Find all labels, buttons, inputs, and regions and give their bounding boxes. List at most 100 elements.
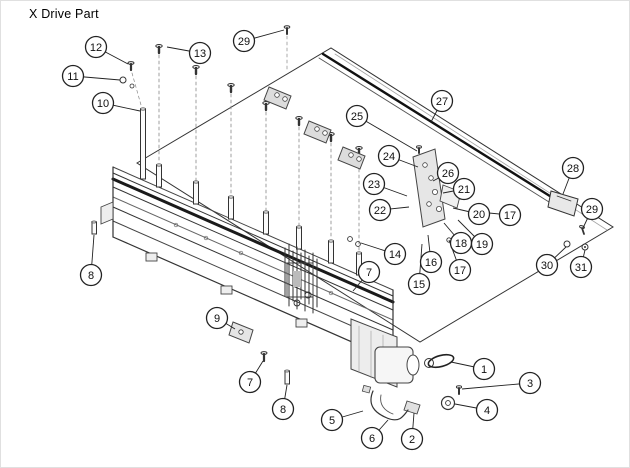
cable — [380, 394, 394, 415]
mounting-screws — [155, 25, 363, 276]
callout-1: 1 — [450, 357, 496, 381]
callout-19: 19 — [457, 219, 494, 256]
callout-balloon — [475, 398, 499, 422]
washer — [355, 241, 361, 247]
callout-number: 8 — [280, 404, 286, 416]
callout-number: 11 — [67, 71, 78, 83]
callout-15: 15 — [407, 243, 431, 296]
callout-9: 9 — [205, 306, 236, 330]
callout-number: 23 — [368, 179, 380, 191]
right-end-parts — [563, 225, 589, 251]
screw-column — [295, 116, 303, 250]
callout-balloon — [518, 371, 542, 395]
screw-column — [327, 132, 335, 264]
callout-balloon — [84, 35, 108, 59]
callout-21: 21 — [442, 177, 476, 201]
callout-balloon — [470, 232, 494, 256]
callout-number: 5 — [329, 415, 335, 427]
callout-balloon — [362, 172, 386, 196]
callout-number: 21 — [458, 184, 470, 196]
callout-23: 23 — [362, 172, 408, 197]
callout-number: 18 — [455, 238, 467, 250]
callout-31: 31 — [569, 249, 593, 279]
rail-foot — [145, 252, 158, 262]
callout-10: 10 — [91, 91, 141, 115]
drive-belt-loop — [427, 353, 455, 369]
callout-number: 19 — [476, 239, 488, 251]
drive-belt — [318, 52, 579, 217]
washer — [129, 83, 135, 89]
rail-foot — [295, 318, 308, 328]
callout-number: 31 — [575, 262, 587, 274]
callout-number: 8 — [88, 270, 94, 282]
carriage-cluster — [284, 243, 318, 314]
callout-balloon — [91, 91, 115, 115]
callout-number: 3 — [527, 378, 533, 390]
callout-4: 4 — [454, 398, 499, 422]
callout-number: 1 — [481, 364, 487, 376]
callout-number: 4 — [484, 405, 490, 417]
corner-screw — [283, 25, 291, 70]
callout-number: 13 — [194, 48, 206, 60]
callout-balloon — [79, 263, 103, 287]
callout-number: 16 — [425, 257, 437, 269]
connector — [361, 384, 372, 394]
callout-balloon — [436, 161, 460, 185]
motor-assembly — [350, 318, 463, 421]
callout-number: 26 — [442, 168, 454, 180]
callout-number: 17 — [504, 210, 516, 222]
callout-balloon — [452, 177, 476, 201]
bottom-left-parts — [228, 321, 290, 385]
callout-number: 27 — [436, 96, 448, 108]
callout-6: 6 — [360, 419, 389, 450]
callout-balloon — [232, 29, 256, 53]
belt-clamp — [263, 86, 292, 110]
callout-28: 28 — [561, 156, 585, 195]
callout-17: 17 — [448, 239, 472, 282]
washer — [563, 240, 571, 248]
callout-30: 30 — [535, 246, 567, 277]
pulley — [440, 395, 456, 411]
callout-8: 8 — [271, 384, 295, 421]
callout-number: 15 — [413, 279, 425, 291]
callout-number: 2 — [409, 434, 415, 446]
mount-plate — [412, 148, 446, 228]
callout-balloon — [320, 408, 344, 432]
callout-5: 5 — [320, 408, 364, 432]
callout-18: 18 — [443, 222, 473, 255]
callout-number: 22 — [374, 205, 386, 217]
callout-number: 10 — [97, 98, 109, 110]
callout-number: 7 — [247, 377, 253, 389]
clamp-parts — [263, 86, 366, 170]
belt-clamp — [337, 146, 366, 170]
callout-balloon — [188, 41, 212, 65]
callout-26: 26 — [432, 161, 460, 185]
callout-balloon — [377, 144, 401, 168]
callout-number: 20 — [473, 209, 485, 221]
callout-number: 7 — [366, 267, 372, 279]
callout-number: 28 — [567, 163, 579, 175]
belt-tension-bracket — [547, 190, 579, 217]
callout-balloon — [360, 426, 384, 450]
callout-balloon — [205, 306, 229, 330]
callout-16: 16 — [419, 234, 443, 274]
callout-number: 9 — [214, 313, 220, 325]
callout-number: 24 — [383, 151, 395, 163]
callout-13: 13 — [166, 41, 212, 65]
rail-foot — [220, 285, 233, 295]
callout-balloon — [407, 272, 431, 296]
standoff — [91, 221, 97, 235]
left-parts — [91, 61, 146, 235]
standoff — [284, 370, 290, 385]
callout-12: 12 — [84, 35, 129, 65]
callout-7: 7 — [238, 360, 264, 394]
callout-leader-line — [461, 382, 531, 390]
screw-column — [262, 101, 270, 235]
callout-number: 30 — [541, 260, 553, 272]
page-title: X Drive Part — [29, 7, 99, 21]
callout-24: 24 — [377, 144, 419, 168]
screw-column — [155, 44, 163, 188]
